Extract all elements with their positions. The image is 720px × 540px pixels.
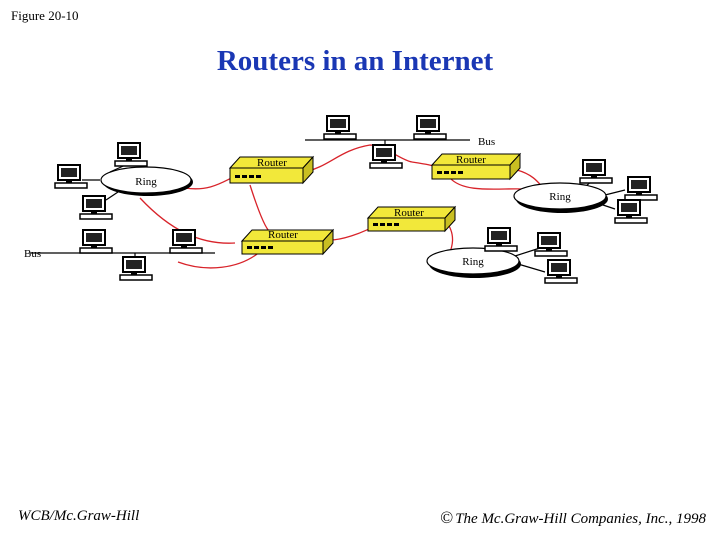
computer-icon bbox=[413, 115, 447, 140]
router-label: Router bbox=[456, 154, 486, 166]
ring-label: Ring bbox=[135, 176, 157, 188]
router-top-left: Router bbox=[228, 155, 315, 185]
bus-label-top: Bus bbox=[478, 136, 495, 148]
computer-icon bbox=[484, 227, 518, 252]
ring-right-top: Ring bbox=[513, 182, 608, 213]
ring-label: Ring bbox=[549, 191, 571, 203]
computer-icon bbox=[369, 144, 403, 169]
ring-left: Ring bbox=[100, 166, 193, 196]
router-top-right: Router bbox=[430, 152, 522, 181]
computer-icon bbox=[614, 199, 648, 224]
router-middle: Router bbox=[366, 205, 457, 233]
ring-right-bottom: Ring bbox=[426, 247, 521, 278]
footer-copyright: ©The Mc.Graw-Hill Companies, Inc., 1998 bbox=[440, 508, 706, 528]
computer-icon bbox=[114, 142, 148, 167]
computer-icon bbox=[79, 229, 113, 254]
figure-label: Figure 20-10 bbox=[11, 8, 79, 23]
computer-icon bbox=[579, 159, 613, 184]
computer-icon bbox=[54, 164, 88, 189]
computer-icon bbox=[119, 256, 153, 281]
router-label: Router bbox=[257, 157, 287, 169]
computer-icon bbox=[544, 259, 578, 284]
page-title: Routers in an Internet bbox=[216, 45, 494, 77]
footer-publisher: WCB/Mc.Graw-Hill bbox=[18, 508, 140, 524]
router-label: Router bbox=[268, 229, 298, 241]
computer-icon bbox=[323, 115, 357, 140]
ring-label: Ring bbox=[462, 256, 484, 268]
copyright-text: The Mc.Graw-Hill Companies, Inc., 1998 bbox=[455, 511, 706, 527]
router-label: Router bbox=[394, 207, 424, 219]
bus-label-left: Bus bbox=[24, 248, 41, 260]
computer-icon bbox=[534, 232, 568, 257]
computer-icon bbox=[624, 176, 658, 201]
router-bottom-left: Router bbox=[240, 228, 335, 256]
computer-icon bbox=[169, 229, 203, 254]
copyright-icon: © bbox=[440, 508, 454, 527]
